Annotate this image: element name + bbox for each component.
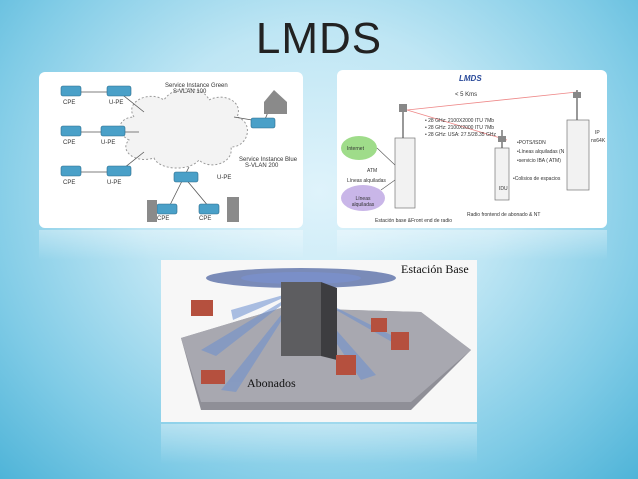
internet-label: Internet — [347, 146, 364, 152]
node-label: CPE — [63, 180, 76, 186]
lmds-architecture-panel: LMDS < 5 Kms • 28 GHz: 2100X2000 ITU 7Mb… — [337, 70, 607, 228]
leased-lines-label: Líneas alquiladas — [347, 178, 386, 184]
panel-reflection — [161, 424, 477, 464]
cloud-label-blue-vlan: S-VLAN 200 — [245, 163, 279, 169]
panel-reflection — [39, 230, 303, 260]
node-label: U-PE — [101, 140, 116, 146]
band-item: • 28 GHz: 2100X2000 ITU 7Mb — [425, 125, 495, 131]
network-diagram-panel: Service Instance Green S-VLAN 100 Servic… — [39, 72, 303, 228]
subscribers-label: Abonados — [247, 376, 296, 390]
lmds-architecture-diagram — [341, 90, 590, 211]
cloud-label-green: Service Instance Green — [165, 83, 228, 89]
panel-reflection — [337, 230, 607, 260]
idu-label: IDU — [499, 186, 508, 192]
node-label: U-PE — [109, 100, 124, 106]
node-label: CPE — [63, 100, 76, 106]
band-item: • 28 GHz: 2100X2000 ITU 7Mb — [425, 118, 495, 124]
ip-label: IP — [595, 130, 600, 136]
radio-caption: Radio frontend de abonado & NT — [467, 212, 541, 218]
network-diagram — [60, 85, 287, 222]
nx64-label: nx64K — [591, 138, 606, 144]
lmds-diagram-title: LMDS — [459, 74, 482, 83]
slide-title: LMDS — [255, 14, 383, 63]
base-caption: Estación base &Front end de radio — [375, 218, 452, 224]
service-item: •Líneas alquiladas (N — [517, 149, 565, 155]
cloud-label-green-vlan: S-VLAN 100 — [173, 89, 207, 95]
band-item: • 28 GHz: USA: 27.5/28.35 GHz — [425, 132, 496, 138]
node-label: CPE — [157, 216, 170, 222]
atm-label: ATM — [367, 168, 378, 174]
base-station-label: Estación Base — [401, 262, 469, 276]
cloud-label-blue: Service Instance Blue — [239, 157, 298, 163]
distance-label: < 5 Kms — [455, 92, 478, 98]
colisos-label: •Colisios de espacios — [513, 176, 561, 182]
base-station-illustration — [161, 260, 477, 422]
service-item: •POTS/ISDN — [517, 140, 546, 146]
node-label: CPE — [63, 140, 76, 146]
node-label: U-PE — [107, 180, 122, 186]
node-label: U-PE — [217, 175, 232, 181]
leased-cloud-label: Líneas alquiladas — [351, 196, 375, 208]
node-label: CPE — [199, 216, 212, 222]
service-item: •servicio IBA ( ATM) — [517, 158, 561, 164]
base-station-panel: Estación Base Abonados — [161, 260, 477, 422]
